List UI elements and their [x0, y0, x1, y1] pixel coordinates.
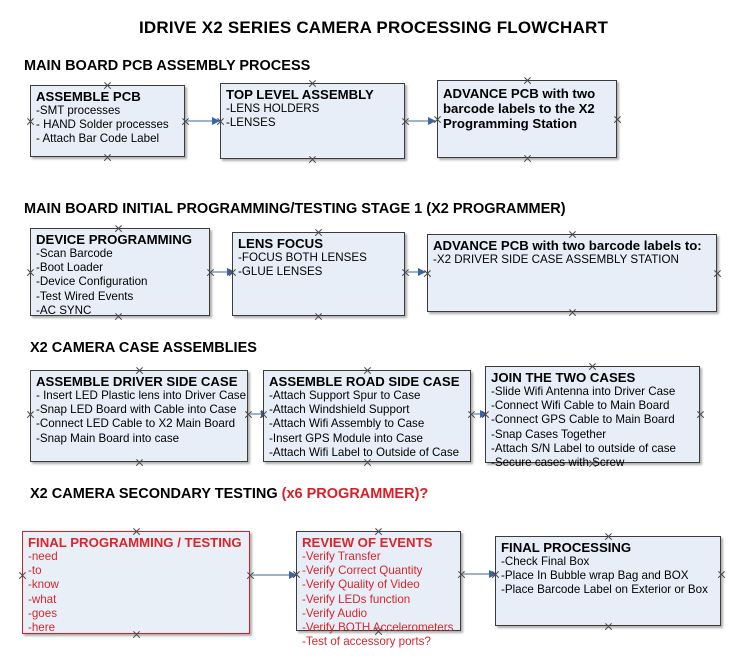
- node-line: -Insert GPS Module into Case: [269, 431, 424, 445]
- node-title: ASSEMBLE PCB: [36, 89, 141, 104]
- node-line: -AC SYNC: [36, 303, 92, 317]
- node-line: -Check Final Box: [501, 555, 590, 568]
- section-header-4-text: X2 CAMERA SECONDARY TESTING: [30, 486, 282, 502]
- connector-arrow: [187, 116, 220, 125]
- node-title: ADVANCE PCB with two barcode labels to:: [433, 238, 702, 253]
- section-header-1: MAIN BOARD PCB ASSEMBLY PROCESS: [24, 58, 310, 74]
- node-line: -Snap LED Board with Cable into Case: [36, 403, 237, 417]
- node-advance-pcb-programming-station[interactable]: ADVANCE PCB with two barcode labels to t…: [437, 80, 617, 158]
- node-line: -here: [28, 621, 56, 635]
- node-line: -GLUE LENSES: [238, 265, 323, 279]
- section-header-1-text: MAIN BOARD PCB ASSEMBLY PROCESS: [24, 58, 311, 74]
- connector-arrow: [463, 569, 497, 578]
- node-final-programming-testing[interactable]: FINAL PROGRAMMING / TESTING -need -to -k…: [22, 531, 250, 634]
- node-line-overflow: -Test of accessory ports?: [302, 635, 431, 649]
- node-line: -Test Wired Events: [36, 289, 134, 303]
- node-title: ASSEMBLE DRIVER SIDE CASE: [36, 374, 238, 389]
- connector-arrow: [407, 267, 426, 276]
- node-line: -to: [28, 564, 42, 578]
- connector-arrow: [473, 409, 488, 418]
- node-line: -Attach Wifi Assembly to Case: [269, 417, 425, 431]
- node-line: -Attach S/N Label to outside of case: [491, 441, 676, 455]
- node-line: -Connect LED Cable to X2 Main Board: [36, 417, 236, 431]
- node-line: -goes: [28, 606, 58, 620]
- node-line: -Attach Windshield Support: [269, 403, 410, 417]
- node-line: -SMT processes: [36, 104, 121, 117]
- node-line: -Boot Loader: [36, 261, 104, 275]
- section-header-2: MAIN BOARD INITIAL PROGRAMMING/TESTING S…: [24, 201, 566, 217]
- node-line: -Verify LEDs function: [302, 592, 411, 606]
- node-title: FINAL PROCESSING: [501, 540, 632, 555]
- node-assemble-pcb[interactable]: ASSEMBLE PCB -SMT processes - HAND Solde…: [30, 85, 185, 157]
- node-line: -Snap Cases Together: [491, 427, 607, 441]
- page-title: IDRIVE X2 SERIES CAMERA PROCESSING FLOWC…: [138, 18, 609, 37]
- node-title: JOIN THE TWO CASES: [491, 370, 636, 385]
- section-header-4-suffix: (x6 PROGRAMMER)?: [281, 486, 429, 502]
- node-top-level-assembly[interactable]: TOP LEVEL ASSEMBLY -LENS HOLDERS -LENSES: [220, 83, 405, 159]
- node-title: TOP LEVEL ASSEMBLY: [226, 87, 374, 102]
- node-title: DEVICE PROGRAMMING: [36, 232, 193, 247]
- node-assemble-road-side-case[interactable]: ASSEMBLE ROAD SIDE CASE -Attach Support …: [263, 370, 471, 462]
- node-review-of-events[interactable]: REVIEW OF EVENTS -Verify Transfer -Verif…: [296, 531, 461, 648]
- node-line: -Snap Main Board into case: [36, 431, 180, 445]
- node-line: -Device Configuration: [36, 275, 148, 289]
- node-line: -Connect Wifi Cable to Main Board: [491, 399, 670, 413]
- node-join-the-two-cases[interactable]: JOIN THE TWO CASES -Slide Wifi Antenna i…: [485, 366, 700, 469]
- section-header-3-text: X2 CAMERA CASE ASSEMBLIES: [30, 340, 257, 356]
- node-line: -Scan Barcode: [36, 247, 113, 260]
- section-header-3: X2 CAMERA CASE ASSEMBLIES: [30, 340, 257, 356]
- node-line: -Verify Correct Quantity: [302, 564, 423, 578]
- node-line: -Attach Support Spur to Case: [269, 389, 421, 402]
- node-title: REVIEW OF EVENTS: [302, 535, 433, 550]
- node-line: -Verify BOTH Accelerometers: [302, 621, 454, 635]
- node-line: - Attach Bar Code Label: [36, 132, 160, 146]
- section-header-2-text: MAIN BOARD INITIAL PROGRAMMING/TESTING S…: [24, 201, 566, 217]
- node-title: LENS FOCUS: [238, 236, 323, 251]
- connector-arrow: [407, 116, 436, 125]
- node-title: ADVANCE PCB with two barcode labels to t…: [443, 86, 596, 131]
- node-line: -know: [28, 578, 59, 592]
- node-line: -Place Barcode Label on Exterior or Box: [501, 583, 708, 597]
- node-line: -Slide Wifi Antenna into Driver Case: [491, 385, 676, 398]
- node-advance-pcb-driver-side-case[interactable]: ADVANCE PCB with two barcode labels to: …: [427, 234, 717, 312]
- connector-arrow: [212, 267, 235, 276]
- node-line: -X2 DRIVER SIDE CASE ASSEMBLY STATION: [433, 253, 679, 266]
- node-title: ASSEMBLE ROAD SIDE CASE: [269, 374, 460, 389]
- node-final-processing[interactable]: FINAL PROCESSING -Check Final Box -Place…: [495, 536, 721, 626]
- node-line: -Verify Quality of Video: [302, 578, 420, 592]
- node-device-programming[interactable]: DEVICE PROGRAMMING -Scan Barcode -Boot L…: [30, 228, 210, 317]
- node-lens-focus[interactable]: LENS FOCUS -FOCUS BOTH LENSES -GLUE LENS…: [232, 232, 405, 316]
- section-header-4: X2 CAMERA SECONDARY TESTING (x6 PROGRAMM…: [30, 486, 428, 502]
- node-assemble-driver-side-case[interactable]: ASSEMBLE DRIVER SIDE CASE - Insert LED P…: [30, 370, 248, 462]
- node-line: -Connect GPS Cable to Main Board: [491, 413, 675, 427]
- node-title: FINAL PROGRAMMING / TESTING: [28, 535, 242, 550]
- node-line: -what: [28, 592, 57, 606]
- node-line: -Verify Audio: [302, 606, 368, 620]
- node-line: -FOCUS BOTH LENSES: [238, 251, 367, 264]
- node-line: -need: [28, 550, 58, 563]
- connector-arrow: [252, 570, 297, 579]
- node-line: -LENSES: [226, 116, 276, 130]
- node-line: -Secure cases with Screw: [491, 456, 625, 470]
- node-line: - Insert LED Plastic lens into Driver Ca…: [36, 389, 247, 402]
- node-line: -Place In Bubble wrap Bag and BOX: [501, 569, 689, 583]
- node-line: -Verify Transfer: [302, 550, 381, 563]
- node-line: - HAND Solder processes: [36, 118, 169, 132]
- node-line: -LENS HOLDERS: [226, 102, 320, 115]
- node-line: -Attach Wifi Label to Outside of Case: [269, 445, 460, 459]
